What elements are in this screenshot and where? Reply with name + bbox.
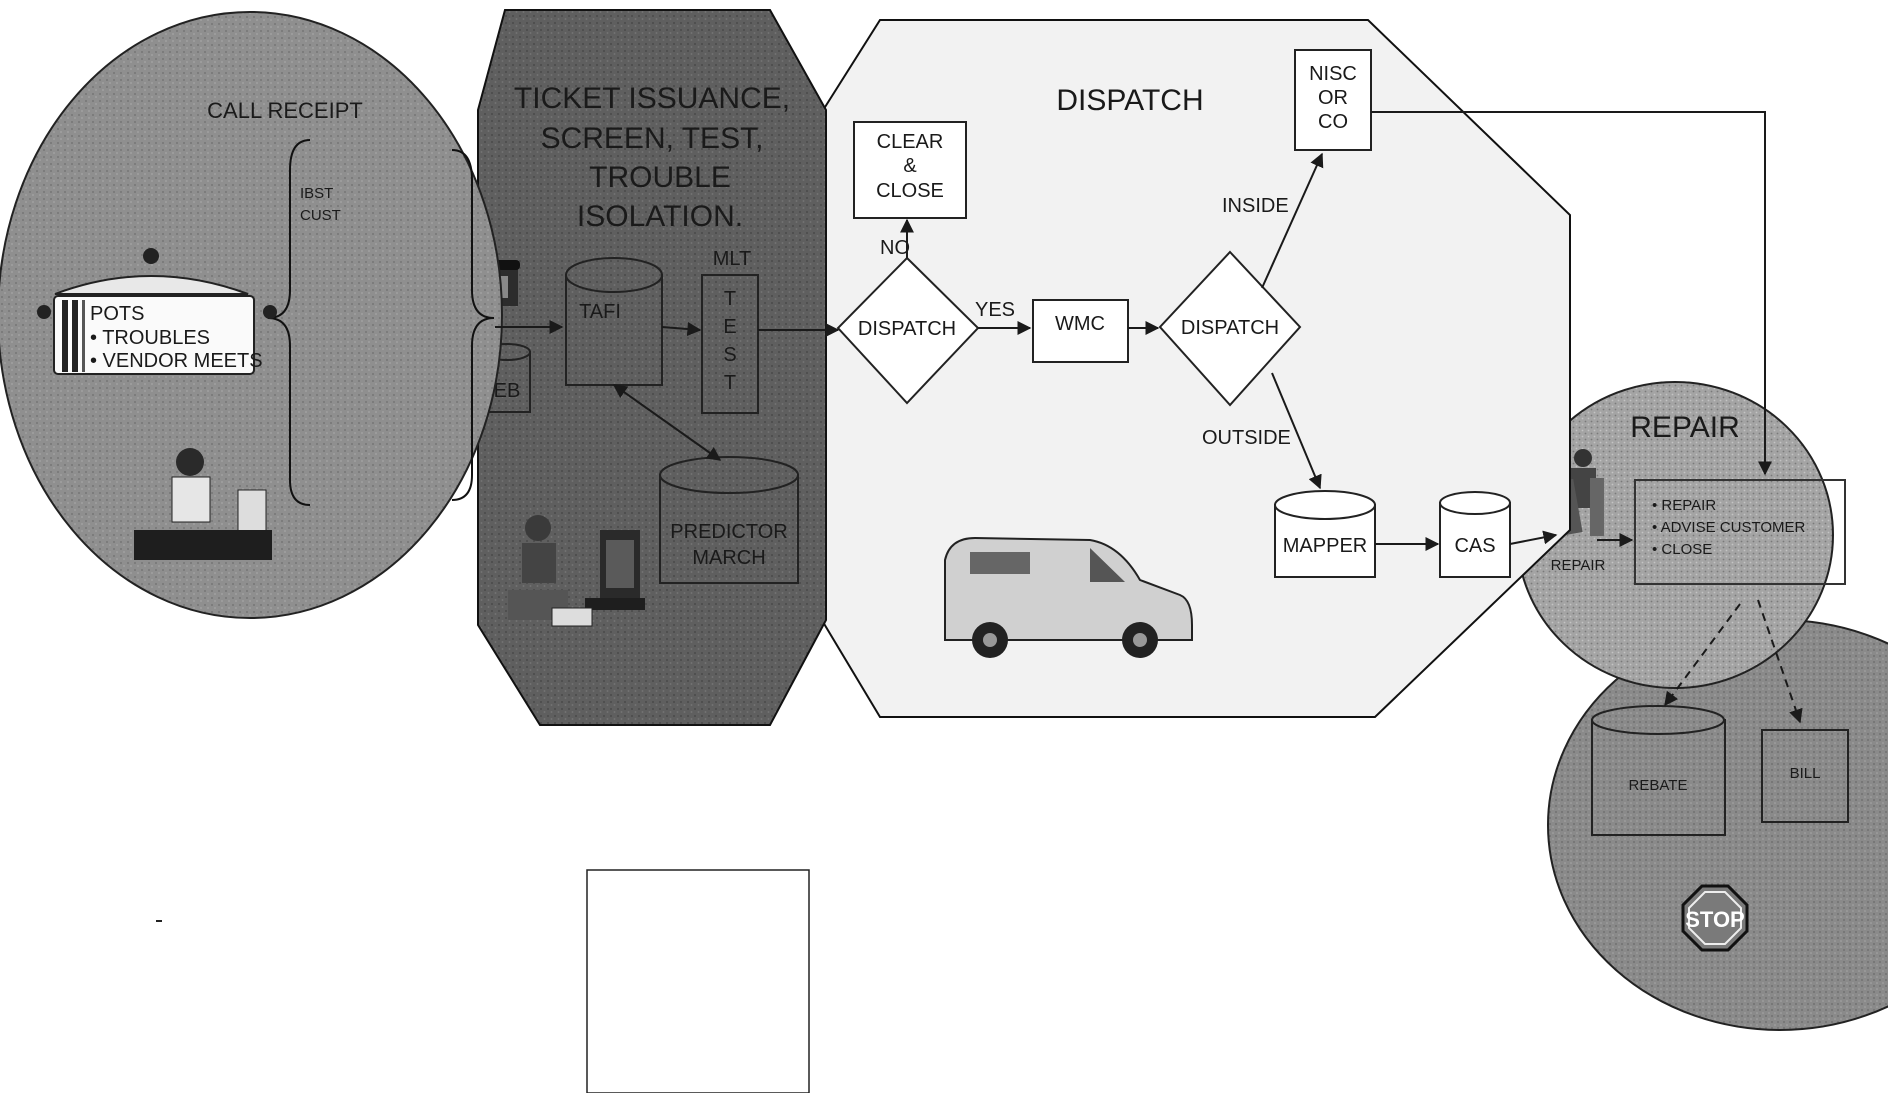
operator-computer-icon: [508, 515, 645, 627]
dispatch-decision-1: [836, 256, 980, 405]
nisc-line-1: NISC: [1309, 63, 1357, 85]
ticket-title-line-2: SCREEN, TEST,: [541, 122, 764, 155]
clear-close-line-3: CLOSE: [876, 180, 944, 202]
mlt-label: MLT: [713, 248, 752, 270]
wmc-box: [1032, 299, 1129, 363]
outside-label: OUTSIDE: [1202, 427, 1291, 449]
nisc-line-2: OR: [1318, 87, 1348, 109]
call-receipt-title: CALL RECEIPT: [207, 98, 363, 123]
cust-label: CUST: [300, 207, 341, 224]
eb-label: EB: [494, 380, 521, 402]
test-letter-t2: T: [724, 372, 736, 394]
connectors: [495, 111, 1803, 724]
repair-title: REPAIR: [1630, 411, 1739, 444]
ibst-label: IBST: [300, 185, 333, 202]
ticket-title-line-1: TICKET ISSUANCE,: [514, 82, 790, 115]
cas-label: CAS: [1454, 535, 1495, 557]
repair-zone: REPAIR • REPAIR • ADVISE CUSTOMER • CLOS…: [1516, 381, 1846, 689]
right-brace: [451, 149, 495, 501]
dispatch-title: DISPATCH: [1056, 84, 1203, 117]
tafi-label: TAFI: [579, 301, 621, 323]
inside-label: INSIDE: [1222, 195, 1289, 217]
call-receipt-zone: CALL RECEIPT IBST CUST POTS • TROUBLES •…: [0, 11, 503, 619]
clear-close-line-1: CLEAR: [877, 131, 944, 153]
repair-item-1: • REPAIR: [1652, 497, 1716, 514]
decision-2-label: DISPATCH: [1181, 317, 1279, 339]
pots-line-1: POTS: [90, 303, 144, 325]
clear-close-line-2: &: [903, 155, 917, 177]
no-label: NO: [880, 237, 910, 259]
pots-line-2: • TROUBLES: [90, 327, 210, 349]
test-letter-s: S: [723, 344, 736, 366]
ticket-title-line-3: TROUBLE: [589, 161, 731, 194]
repair-tech-label: REPAIR: [1551, 557, 1606, 574]
test-letter-t1: T: [724, 288, 736, 310]
stop-label: STOP: [1685, 907, 1745, 932]
nisc-box: [1294, 49, 1372, 151]
repair-list-box: [1634, 479, 1846, 585]
test-box: [701, 274, 759, 414]
mapper-label: MAPPER: [1283, 535, 1367, 557]
stop-sign-icon: STOP: [1681, 884, 1749, 952]
blank-frame: [586, 869, 810, 1093]
cas-cylinder: [1439, 502, 1511, 578]
pots-line-3: • VENDOR MEETS: [90, 350, 263, 372]
predictor-label-1: PREDICTOR: [670, 521, 787, 543]
predictor-label-2: MARCH: [692, 547, 765, 569]
bill-label: BILL: [1790, 765, 1821, 782]
dispatch-flow: CLEAR & CLOSE DISPATCH NO YES WMC DISPAT…: [836, 49, 1511, 658]
decision-1-label: DISPATCH: [858, 318, 956, 340]
repair-item-2: • ADVISE CUSTOMER: [1652, 519, 1806, 536]
test-letter-e: E: [723, 316, 736, 338]
bill-box: [1761, 729, 1849, 823]
wmc-label: WMC: [1055, 313, 1105, 335]
yes-label: YES: [975, 299, 1015, 321]
closeout-zone: REBATE BILL STOP: [1547, 619, 1888, 1031]
dispatch-decision-2: [1158, 250, 1302, 407]
clear-close-box: [853, 121, 967, 219]
ticket-title-line-4: ISOLATION.: [577, 200, 743, 233]
ticket-zone: TICKET ISSUANCE, SCREEN, TEST, TROUBLE I…: [477, 9, 827, 726]
rebate-label: REBATE: [1629, 777, 1688, 794]
receptionist-icon: [134, 448, 272, 560]
repair-item-3: • CLOSE: [1652, 541, 1712, 558]
nisc-line-3: CO: [1318, 111, 1348, 133]
van-icon: [944, 536, 1193, 658]
pot-icon: [37, 248, 277, 375]
